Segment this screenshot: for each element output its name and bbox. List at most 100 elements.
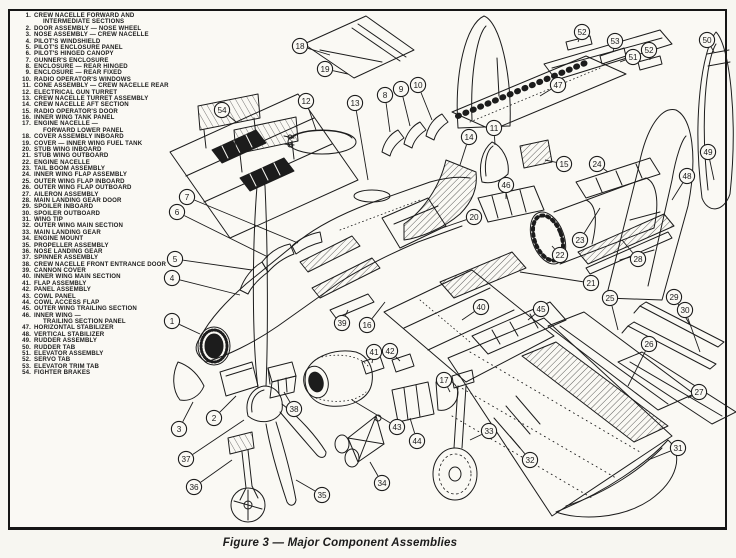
callout-11: 11 <box>485 119 503 137</box>
svg-text:16: 16 <box>362 321 372 330</box>
svg-text:13: 13 <box>350 99 360 108</box>
leader-11 <box>494 136 496 146</box>
leader-40 <box>461 311 475 321</box>
legend-item-18: 18.COVER ASSEMBLY INBOARD <box>22 133 124 141</box>
legend-item-40: 40.INNER WING MAIN SECTION <box>22 273 121 281</box>
legend-item-8: 8.ENCLOSURE — REAR HINGED <box>25 63 128 70</box>
svg-text:32: 32 <box>525 456 535 465</box>
legend-item-46-cont: TRAILING SECTION PANEL <box>43 318 126 325</box>
svg-text:25: 25 <box>605 294 615 303</box>
callout-19: 19 <box>316 60 334 78</box>
legend-item-49: 49.RUDDER ASSEMBLY <box>22 337 98 345</box>
callout-20: 20 <box>465 208 483 226</box>
callout-4: 4 <box>163 269 181 287</box>
leader-12 <box>308 108 317 131</box>
legend-item-52: 52.SERVO TAB <box>22 356 71 364</box>
leader-10 <box>420 92 433 121</box>
legend-item-26: 26.OUTER WING FLAP OUTBOARD <box>22 184 132 192</box>
leader-9 <box>402 96 411 127</box>
callout-2: 2 <box>205 409 223 427</box>
legend-item-51: 51.ELEVATOR ASSEMBLY <box>22 349 104 357</box>
callout-50: 50 <box>698 31 716 49</box>
svg-text:45: 45 <box>536 305 546 314</box>
leader-31 <box>647 450 671 461</box>
legend-item-32: 32.OUTER WING MAIN SECTION <box>22 222 124 230</box>
legend-item-3: 3.NOSE ASSEMBLY — CREW NACELLE <box>25 31 149 39</box>
leader-28 <box>621 239 634 254</box>
svg-text:48: 48 <box>682 172 692 181</box>
legend-item-30: 30.SPOILER OUTBOARD <box>22 209 101 217</box>
svg-text:9: 9 <box>399 85 404 94</box>
svg-text:22: 22 <box>555 251 565 260</box>
legend-item-21: 21.STUB WING OUTBOARD <box>22 152 109 160</box>
leader-23 <box>583 207 601 234</box>
legend-item-11: 11.CONE ASSEMBLY — CREW NACELLE REAR <box>22 82 169 90</box>
svg-text:27: 27 <box>694 388 704 397</box>
svg-text:24: 24 <box>592 160 602 169</box>
callout-52: 52 <box>573 23 591 41</box>
svg-text:18: 18 <box>295 42 305 51</box>
callout-10: 10 <box>409 76 427 94</box>
legend-item-6: 6.PILOT'S HINGED CANOPY <box>25 50 114 58</box>
leader-5 <box>183 259 253 271</box>
legend-item-13: 13.CREW NACELLE TURRET ASSEMBLY <box>22 94 149 102</box>
leader-6 <box>184 215 269 258</box>
leader-7 <box>194 199 299 244</box>
leader-36 <box>200 459 233 483</box>
svg-text:29: 29 <box>669 293 679 302</box>
svg-text:5: 5 <box>173 255 178 264</box>
leader-30 <box>687 317 701 353</box>
callout-15: 15 <box>555 155 573 173</box>
legend-item-27: 27.AILERON ASSEMBLY <box>22 190 99 198</box>
leader-54 <box>227 114 237 123</box>
svg-text:37: 37 <box>181 455 191 464</box>
legend-item-10: 10.RADIO OPERATOR'S WINDOWS <box>22 75 131 83</box>
callout-22: 22 <box>551 246 569 264</box>
callout-9: 9 <box>392 80 410 98</box>
legend-item-50: 50.RUDDER TAB <box>22 343 76 351</box>
legend-item-15: 15.RADIO OPERATOR'S DOOR <box>22 107 118 115</box>
callout-6: 6 <box>168 203 186 221</box>
legend-item-37: 37.SPINNER ASSEMBLY <box>22 254 99 262</box>
callout-17: 17 <box>435 371 453 389</box>
crew-nacelle <box>195 176 471 366</box>
vertical-stabilizer <box>605 109 694 301</box>
svg-text:30: 30 <box>680 306 690 315</box>
svg-text:7: 7 <box>185 193 190 202</box>
legend-item-54: 54.FIGHTER BRAKES <box>22 369 91 376</box>
legend-item-33: 33.MAIN LANDING GEAR <box>22 228 101 236</box>
svg-text:14: 14 <box>464 133 474 142</box>
legend-item-2: 2.DOOR ASSEMBLY — NOSE WHEEL <box>25 24 142 32</box>
legend-item-42: 42.PANEL ASSEMBLY <box>22 286 91 294</box>
fuel-tank-cover-panels <box>303 15 415 79</box>
leader-8 <box>385 103 391 133</box>
callout-7: 7 <box>178 188 196 206</box>
legend-item-44: 44.COWL ACCESS FLAP <box>22 298 100 306</box>
inner-wing-center-section <box>169 93 359 239</box>
legend-item-43: 43.COWL PANEL <box>22 292 76 300</box>
nose-doors <box>173 361 297 401</box>
legend-item-53: 53.ELEVATOR TRIM TAB <box>22 362 100 370</box>
propeller-and-spinner <box>246 179 327 506</box>
callout-45: 45 <box>532 300 550 318</box>
legend-item-14: 14.CREW NACELLE AFT SECTION <box>22 101 129 109</box>
legend-item-23: 23.TAIL BOOM ASSEMBLY <box>22 165 106 172</box>
legend-item-17-cont: FORWARD LOWER PANEL <box>43 126 124 134</box>
callout-18: 18 <box>291 37 309 55</box>
legend-item-36: 36.NOSE LANDING GEAR <box>22 247 103 255</box>
leader-44 <box>409 417 416 434</box>
svg-text:39: 39 <box>337 319 347 328</box>
legend-item-25: 25.OUTER WING FLAP INBOARD <box>22 177 125 185</box>
leader-41 <box>371 359 373 364</box>
left-tail-fin <box>456 15 511 129</box>
callout-36: 36 <box>185 478 203 496</box>
svg-text:54: 54 <box>217 106 227 115</box>
leader-3 <box>182 401 194 422</box>
svg-text:8: 8 <box>383 91 388 100</box>
callout-32: 32 <box>521 451 539 469</box>
callout-16: 16 <box>358 316 376 334</box>
callout-26: 26 <box>640 335 658 353</box>
